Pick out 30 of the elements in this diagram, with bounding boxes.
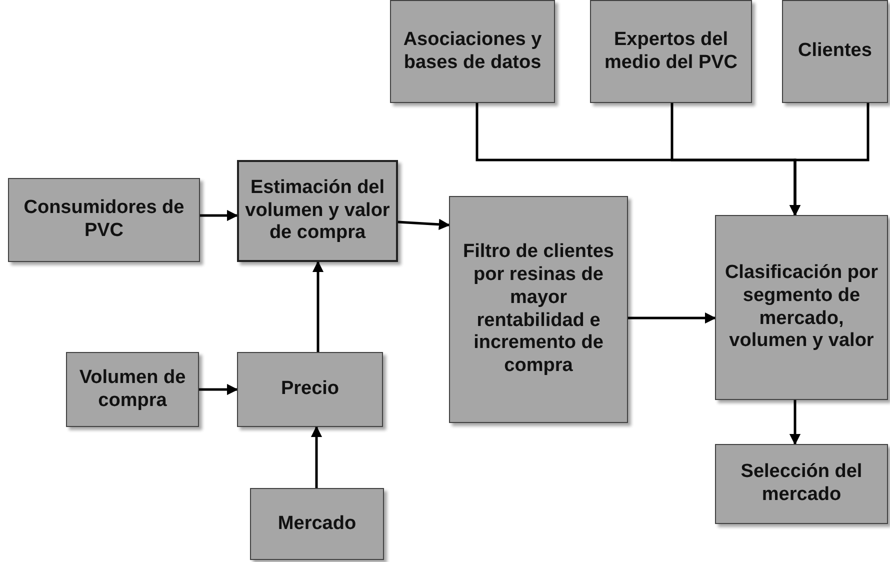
arrow [628,312,716,324]
arrow [199,384,238,396]
box-label: Estimación del volumen y valor de compra [244,176,391,246]
box-label: Precio [280,378,340,401]
process-box [715,215,888,400]
box-label: Mercado [276,512,358,536]
box-label: Clasificación por segmento de mercado, volumen y valor [724,262,880,354]
process-box [449,196,628,423]
box-label: Filtro de clientes por resinas de mayor rentabilidad e incremento de compra [462,241,615,378]
arrow [789,103,870,216]
process-box [590,0,752,103]
box-label: Expertos del medio del PVC [603,28,739,74]
process-box [66,352,199,427]
arrow [310,426,322,488]
box-label: Consumidores de PVC [22,197,186,243]
box-label: Volumen de compra [78,366,187,412]
box-label: Selección del mercado [740,461,864,507]
box-label: Asociaciones y bases de datos [402,28,543,74]
arrow [789,400,801,446]
process-box [782,0,888,103]
arrow [200,210,238,222]
process-box [250,488,384,560]
box-label: Clientes [797,40,873,63]
arrow [398,218,450,230]
process-box [237,352,383,427]
process-box [390,0,555,103]
arrow [312,260,324,352]
process-box [237,160,398,262]
process-box [715,444,888,524]
process-box [8,178,200,262]
